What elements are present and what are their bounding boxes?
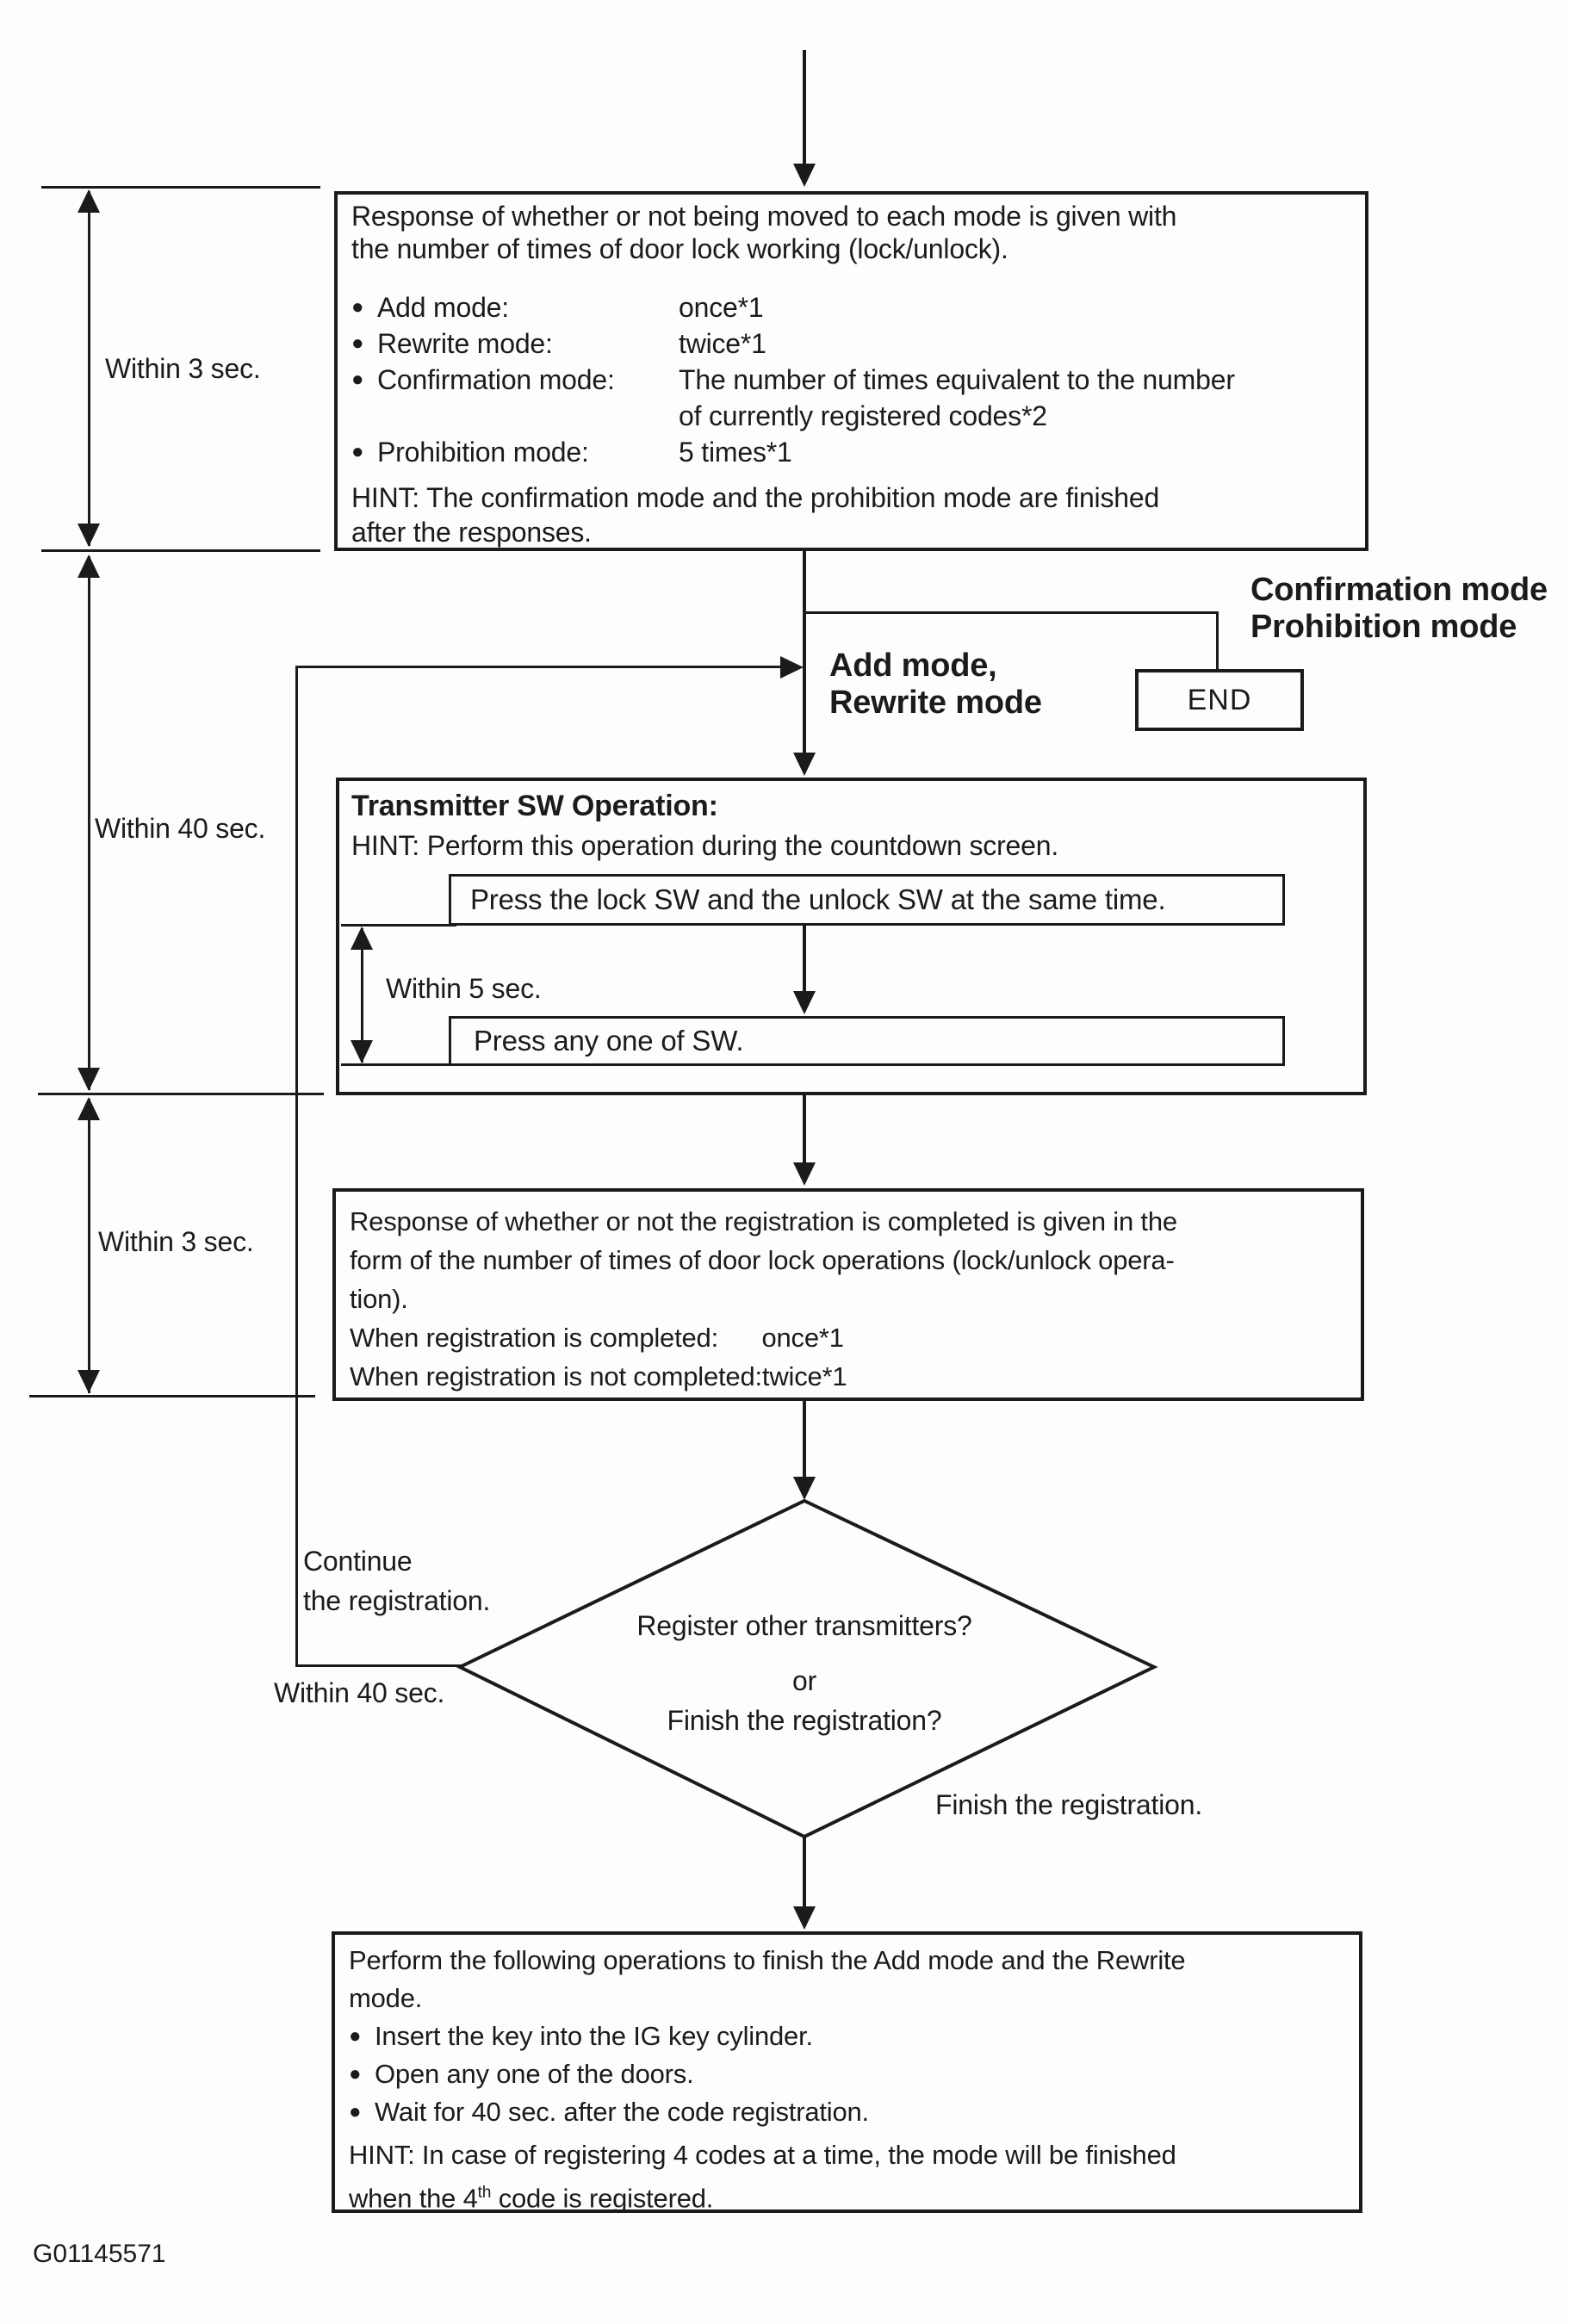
transmitter-sw-hint: HINT: Perform this operation during the … [351,830,1059,861]
within40-loop-label: Within 40 sec. [274,1677,445,1708]
ruler-seg3-arrow-up [78,1097,100,1120]
registration-response-box: Response of whether or not the registrat… [332,1188,1364,1401]
mode-response-intro: Response of whether or not being moved t… [351,201,1177,264]
end-label: END [1187,683,1252,716]
press-lock-unlock-box: Press the lock SW and the unlock SW at t… [449,874,1285,926]
list-item: ● Wait for 40 sec. after the code regist… [349,2093,1342,2131]
flow-line-step1-step2 [803,926,806,993]
flow-line-main-3 [803,1401,806,1478]
mode-response-box: Response of whether or not being moved t… [334,191,1368,551]
ruler-seg1-arrow-up [78,189,100,213]
press-any-sw-box: Press any one of SW. [449,1016,1285,1066]
bullet-icon: ● [351,332,364,355]
list-item: ● Prohibition mode: 5 times*1 [351,434,1350,470]
mode-response-bullet-list: ● Add mode: once*1 ● Rewrite mode: twice… [351,289,1350,470]
bullet-icon: ● [349,2024,362,2048]
ruler-seg2-arrow-down [78,1068,100,1091]
press-any-sw-label: Press any one of SW. [474,1025,744,1057]
finish-registration-label: Finish the registration. [935,1789,1203,1820]
branch-line-horizontal [803,611,1219,614]
bullet-icon: ● [351,368,364,391]
ruler-segment-3-line [88,1099,90,1393]
ruler-seg2-arrow-up [78,555,100,578]
ruler-tick-1 [41,186,320,189]
list-item: ● Insert the key into the IG key cylinde… [349,2017,1342,2055]
confirmation-prohibition-label: Confirmation mode Prohibition mode [1250,572,1548,645]
ordinal-superscript: th [477,2184,492,2202]
finish-operations-hint: HINT: In case of registering 4 codes at … [349,2140,1176,2214]
ruler-tick-4 [29,1395,315,1397]
flow-line-main-1 [803,551,806,758]
ruler-tick-3 [38,1093,324,1095]
arrowhead-into-step2 [793,991,816,1014]
decision-question-line3: Finish the registration? [667,1705,942,1736]
continue-registration-label: Continue the registration. [303,1546,491,1616]
finish-operations-para: Perform the following operations to fini… [349,1945,1186,2013]
ruler-label-within-40-sec: Within 40 sec. [95,813,266,844]
ruler-label-within-3-sec-top: Within 3 sec. [105,353,261,384]
press-lock-unlock-label: Press the lock SW and the unlock SW at t… [470,883,1166,915]
finish-operations-box: Perform the following operations to fini… [332,1931,1362,2213]
end-box: END [1135,669,1304,731]
decision-left-exit-line [296,1664,462,1667]
within5-arrow-down [351,1040,373,1063]
within5-arrow-line [361,928,363,1063]
decision-question-line1: Register other transmitters? [636,1610,972,1641]
decision-question-line2: or [791,1665,817,1696]
list-item: ● Open any one of the doors. [349,2055,1342,2093]
arrowhead-loop-into-spine [780,656,804,679]
ruler-segment-1-line [88,191,90,546]
ruler-segment-2-line [88,556,90,1090]
list-item: ● Rewrite mode: twice*1 [351,325,1350,362]
ruler-seg1-arrow-down [78,524,100,547]
bullet-icon: ● [349,2062,362,2085]
flow-line-main-4 [803,1835,806,1908]
bullet-icon: ● [351,295,364,319]
within5-end-line-top [341,924,456,927]
mode-response-hint: HINT: The confirmation mode and the proh… [351,482,1160,548]
figure-code: G01145571 [33,2240,166,2268]
arrowhead-into-decision [793,1477,816,1500]
arrowhead-into-registration-box [793,1162,816,1186]
branch-line-vertical [1216,611,1219,669]
arrowhead-into-mode-box [793,164,816,187]
loop-line-vertical [295,666,298,1667]
within5-arrow-up [351,927,373,950]
ruler-tick-2 [41,549,320,552]
arrowhead-into-finish-box [793,1906,816,1930]
within5-end-line-bottom [341,1063,456,1066]
bullet-icon: ● [351,440,364,463]
loop-line-horizontal [296,666,782,668]
registration-response-text: Response of whether or not the registrat… [350,1206,1177,1391]
within5-label: Within 5 sec. [386,973,542,1004]
flow-line-main-2 [803,1095,806,1164]
ruler-seg3-arrow-down [78,1370,100,1393]
bullet-icon: ● [349,2100,362,2123]
arrowhead-into-transmitter-box [793,753,816,776]
list-item: ● Add mode: once*1 [351,289,1350,325]
transmitter-sw-title: Transmitter SW Operation: [351,790,718,822]
ruler-label-within-3-sec-mid: Within 3 sec. [98,1226,254,1257]
add-rewrite-label: Add mode, Rewrite mode [829,648,1042,721]
flow-line-start [803,50,806,165]
list-item: ● Confirmation mode: The number of times… [351,362,1350,434]
